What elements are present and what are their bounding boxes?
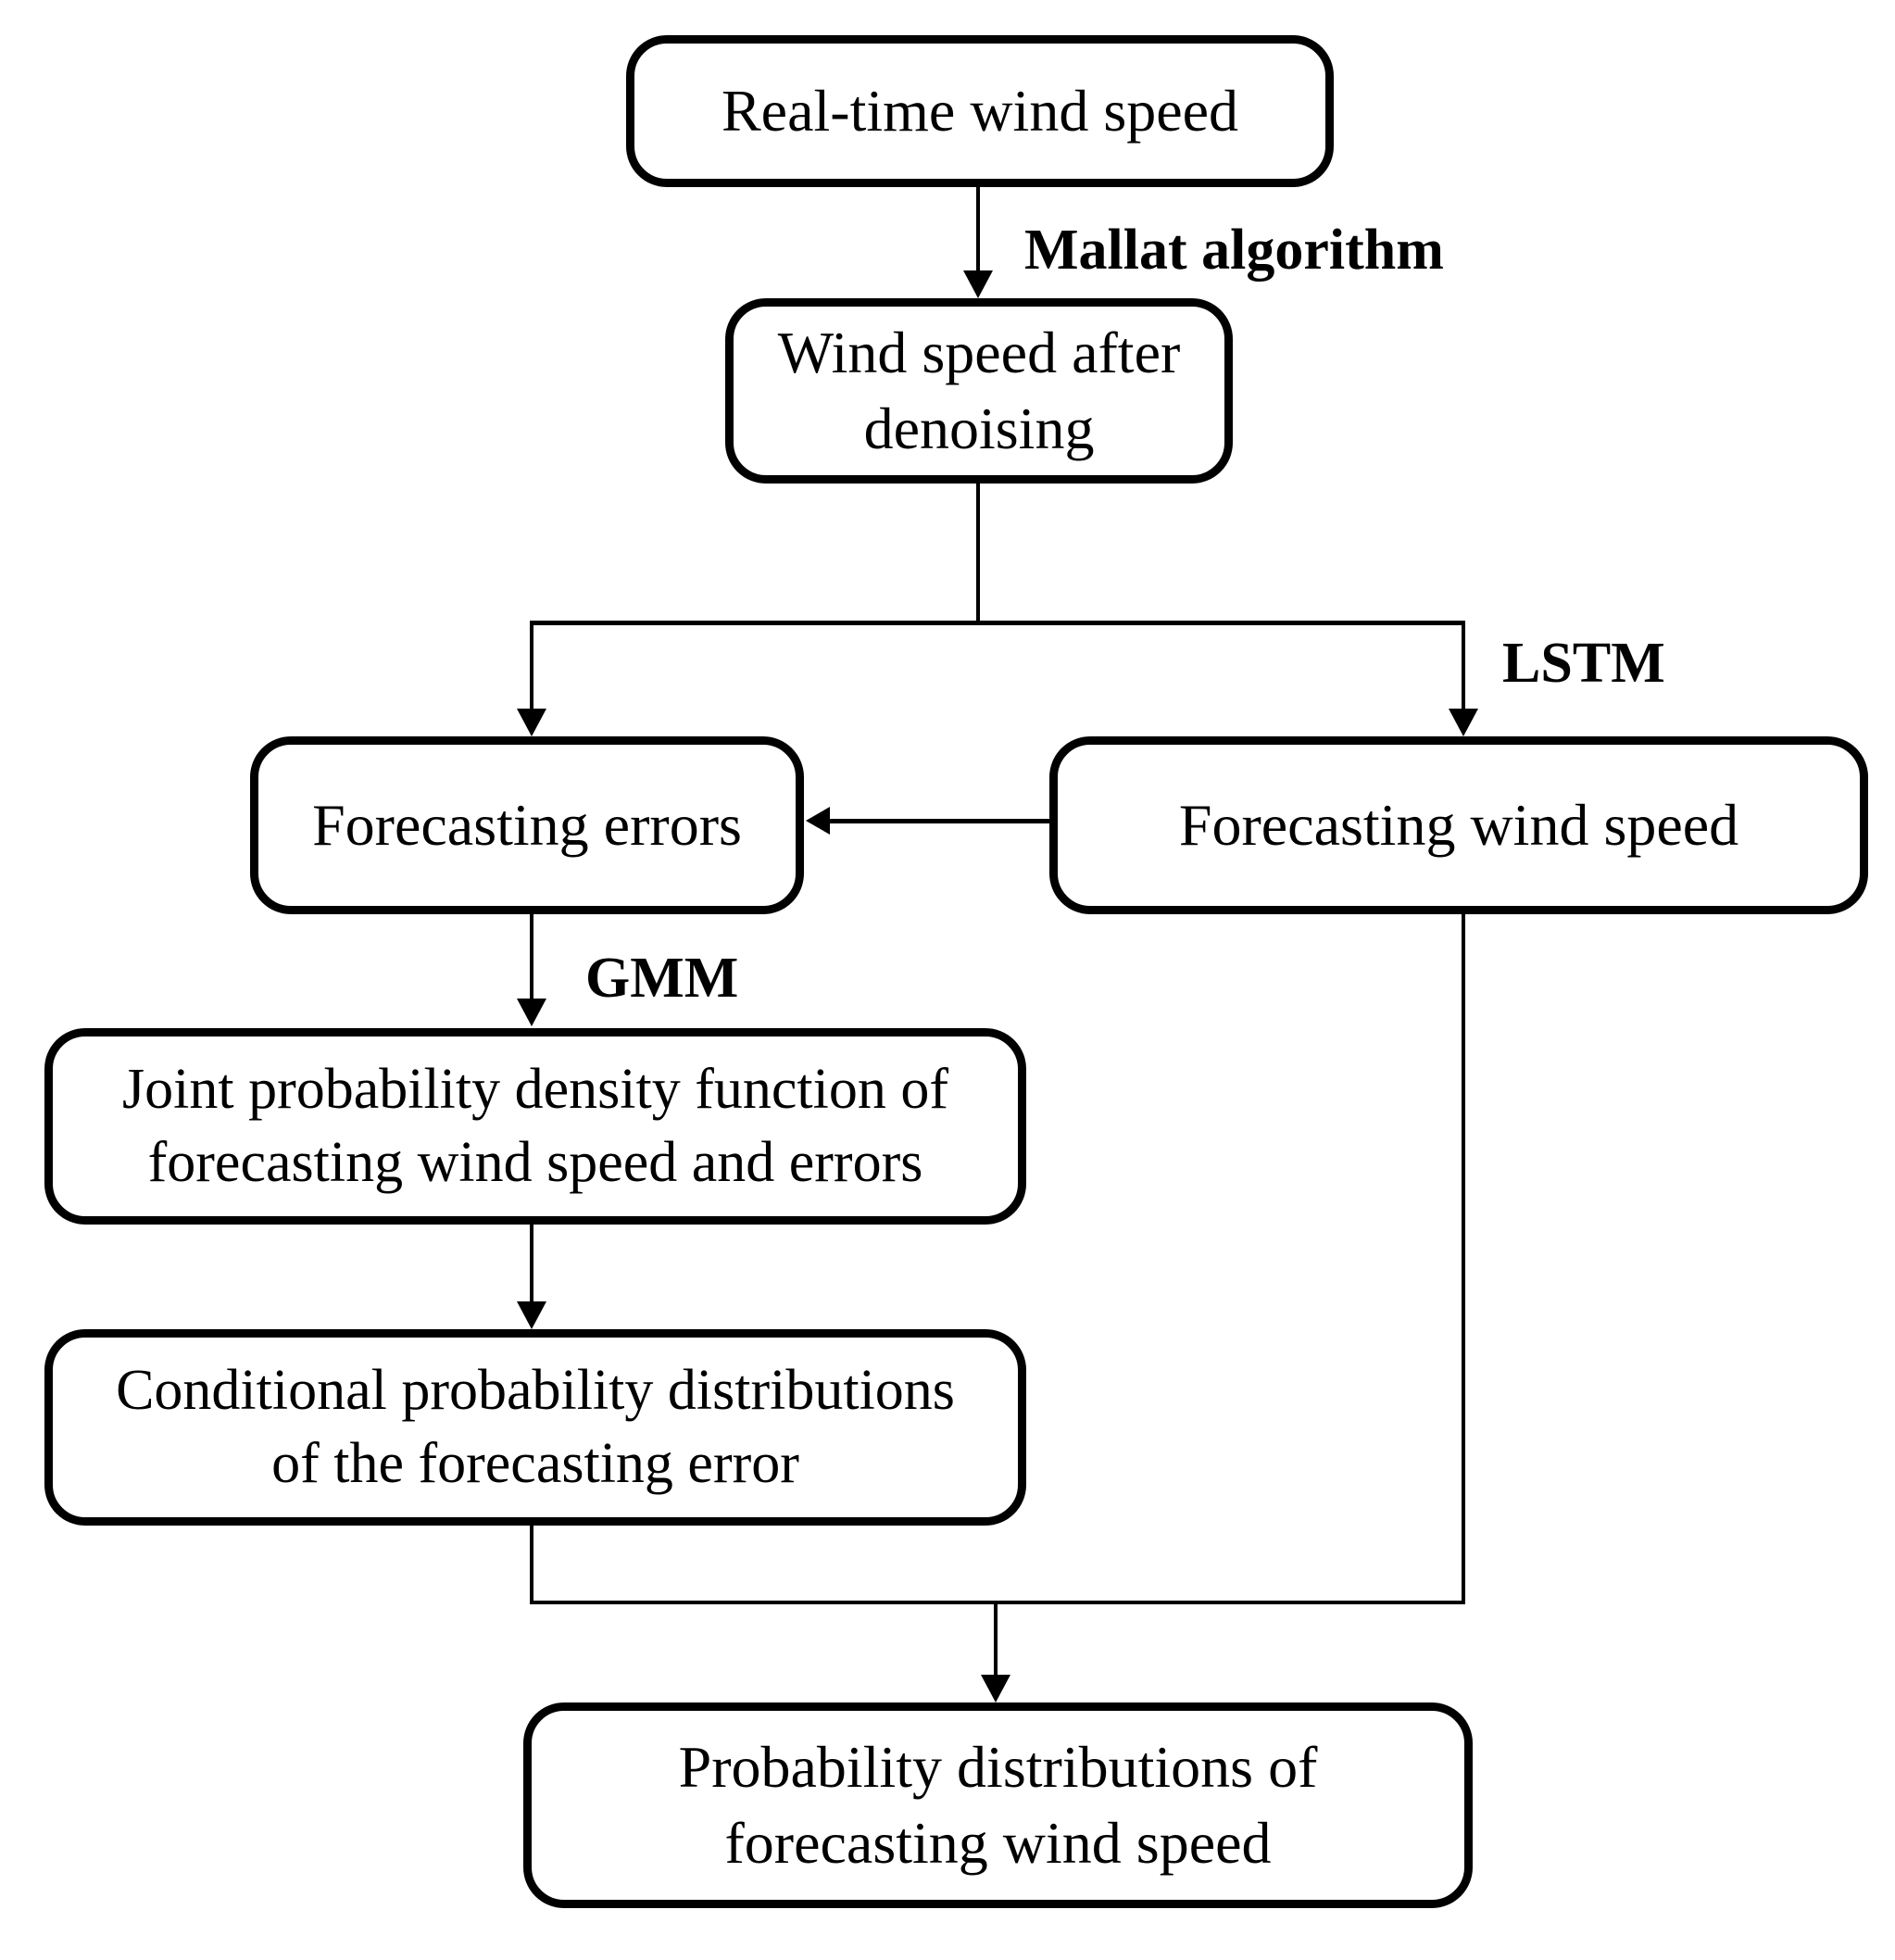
merge-line [530, 1601, 1465, 1604]
node-conditional-distributions: Conditional probability distributions of… [44, 1329, 1026, 1526]
node-wind-speed-after-denoising: Wind speed after denoising [725, 298, 1233, 484]
arrowhead-split-to-forecast [1449, 709, 1478, 736]
node-probability-distributions: Probability distributions of forecasting… [523, 1702, 1473, 1908]
edge-split-to-forecast-line [1462, 621, 1465, 710]
node-forecasting-errors: Forecasting errors [250, 736, 804, 914]
edge-realtime-to-denoised-line [976, 187, 980, 274]
edge-label-gmm: GMM [585, 947, 739, 1010]
arrowhead-errors-to-jointpdf [517, 999, 546, 1026]
node-real-time-wind-speed: Real-time wind speed [626, 35, 1334, 187]
split-tee-line [530, 621, 1465, 625]
edge-denoised-to-split-line [976, 484, 980, 624]
edge-forecast-to-merge-line [1462, 914, 1465, 1604]
edge-merge-to-result-line [994, 1601, 998, 1677]
arrowhead-realtime-to-denoised [963, 270, 993, 298]
arrowhead-forecast-to-errors [806, 807, 830, 835]
edge-forecast-to-errors-line [828, 819, 1051, 823]
edge-label-mallat-algorithm: Mallat algorithm [1024, 219, 1444, 282]
node-forecasting-wind-speed: Forecasting wind speed [1049, 736, 1868, 914]
edge-label-lstm: LSTM [1502, 632, 1665, 695]
arrowhead-jointpdf-to-conditional [517, 1301, 546, 1329]
edge-errors-to-jointpdf-line [530, 914, 533, 1000]
arrowhead-split-to-errors [517, 709, 546, 736]
edge-jointpdf-to-conditional-line [530, 1225, 533, 1303]
edge-conditional-to-merge-line [530, 1526, 533, 1604]
edge-split-to-errors-line [530, 621, 533, 710]
node-joint-pdf: Joint probability density function of fo… [44, 1028, 1026, 1225]
arrowhead-merge-to-result [981, 1675, 1010, 1702]
